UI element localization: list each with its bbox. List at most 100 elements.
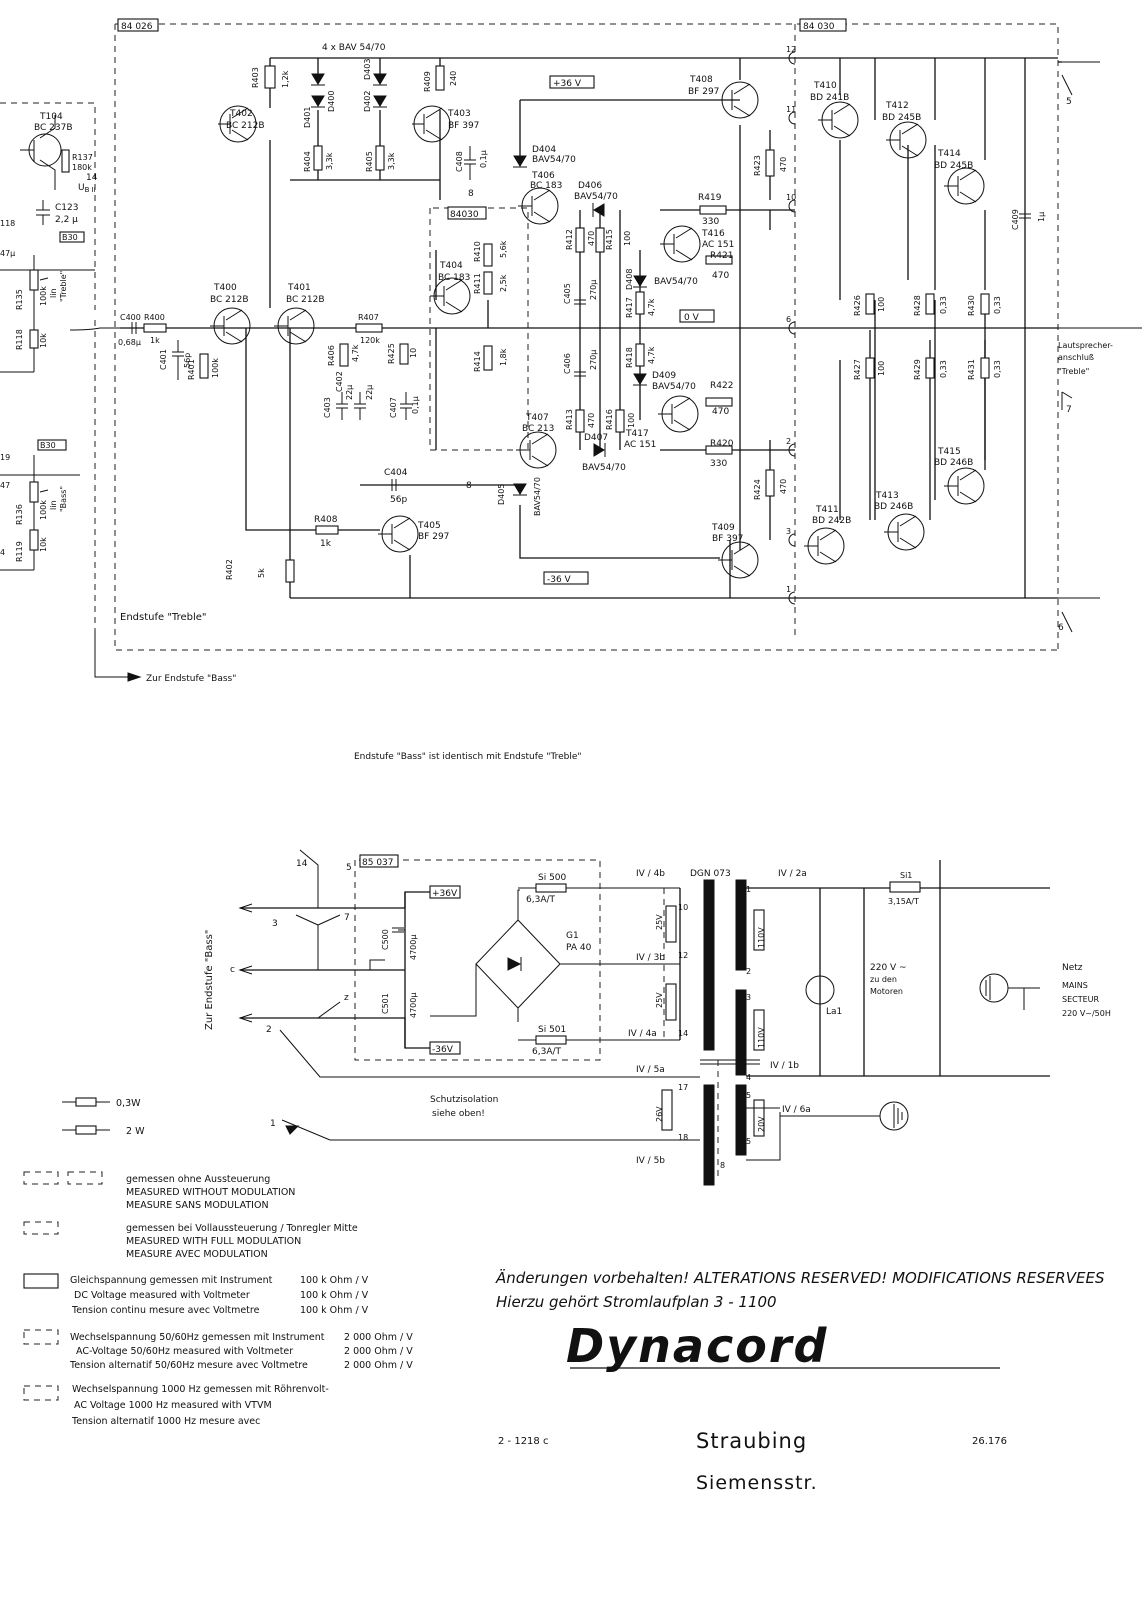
r423-val: 470	[779, 157, 788, 172]
c408-ref: C408	[455, 151, 464, 172]
legend-03w: 0,3W	[116, 1098, 141, 1109]
r411-val: 2,5k	[499, 274, 508, 292]
mains-fuse-ref: Si1	[900, 871, 912, 880]
d408-ref: D408	[625, 269, 634, 290]
t411-type: BD 242B	[812, 516, 851, 526]
netz-3: SECTEUR	[1062, 995, 1100, 1004]
iv5a-label: IV / 5a	[636, 1065, 665, 1075]
r406-ref: R406	[327, 345, 336, 366]
t409-type: BF 397	[712, 534, 743, 544]
mains-fuse-val: 3,15A/T	[888, 897, 919, 906]
rail-mid-label: 0 V	[684, 313, 700, 323]
r411-ref: R411	[473, 273, 482, 294]
schutz-line-2: siehe oben!	[432, 1109, 485, 1119]
frag-47: 47µ	[0, 249, 15, 258]
c408-gnd-8: 8	[468, 189, 474, 199]
d400-ref: D400	[327, 91, 336, 112]
r422-ref: R422	[710, 381, 733, 391]
speaker-label-2: anschluß	[1058, 353, 1094, 362]
legend-4r3: 2 000 Ohm / V	[344, 1360, 413, 1371]
w-17: 17	[678, 1083, 688, 1092]
drawing-number: 26.176	[972, 1436, 1007, 1447]
speaker-label-3: "Treble"	[1058, 367, 1089, 376]
t410-ref: T410	[813, 81, 837, 91]
stage-labels: Endstufe "Treble" Zur Endstufe "Bass" En…	[94, 612, 582, 762]
c501-ref: C501	[381, 993, 390, 1014]
c405-val: 270µ	[589, 280, 598, 300]
r118-label: R118	[15, 329, 24, 350]
iv6a-label: IV / 6a	[782, 1105, 811, 1115]
r425-ref: R425	[387, 343, 396, 364]
t403-ref: T403	[447, 109, 471, 119]
netz-1: Netz	[1062, 963, 1083, 973]
t400-type: BC 212B	[210, 295, 249, 305]
r135-label: R135	[15, 289, 24, 310]
r409-val: 240	[449, 71, 458, 86]
r414-val: 1,8k	[499, 348, 508, 366]
r431-val: 0,33	[993, 360, 1002, 378]
r430-ref: R430	[967, 295, 976, 316]
r118-value: 10k	[39, 333, 48, 348]
c409-ref: C409	[1011, 209, 1020, 230]
output-board-label: 84 030	[803, 22, 835, 32]
t416-ref: T416	[701, 229, 725, 239]
legend-5a: Wechselspannung 1000 Hz gemessen mit Röh…	[72, 1384, 329, 1395]
psu-board-label: 85 037	[362, 858, 394, 868]
d405-val: BAV54/70	[533, 477, 542, 516]
c405-ref: C405	[563, 283, 572, 304]
r406-val: 4,7k	[351, 344, 360, 362]
r420-val: 330	[710, 459, 727, 469]
c407-val: 0,1µ	[411, 396, 420, 414]
r424-val: 470	[779, 479, 788, 494]
r417-ref: R417	[625, 297, 634, 318]
c404-val: 56p	[390, 495, 407, 505]
r119-label: R119	[15, 541, 24, 562]
r400-val: 1k	[150, 336, 160, 345]
p-2: 2	[746, 967, 751, 976]
d404-ref: D404	[532, 145, 556, 155]
r416-val: 100	[627, 413, 636, 428]
legend-1b: MEASURED WITHOUT MODULATION	[126, 1187, 295, 1198]
w-18: 18	[678, 1133, 688, 1142]
identical-note: Endstufe "Bass" ist identisch mit Endstu…	[354, 752, 582, 762]
legend-3a: Gleichspannung gemessen mit Instrument	[70, 1275, 273, 1286]
r410-val: 5,6k	[499, 240, 508, 258]
legend-4c: Tension alternatif 50/60Hz mesure avec V…	[69, 1360, 308, 1371]
psu-term-5: 5	[346, 863, 352, 873]
c407-ref: C407	[389, 397, 398, 418]
g1-ref: G1	[566, 931, 579, 941]
r418-ref: R418	[625, 347, 634, 368]
ub-label: UB II	[78, 183, 96, 194]
v26: 26V	[655, 1106, 664, 1122]
r402-ref: R402	[225, 559, 234, 580]
t401-ref: T401	[287, 283, 311, 293]
r402-val: 5k	[257, 568, 266, 578]
board-pin-label: 3	[786, 527, 791, 536]
r136-tap: lin	[49, 500, 58, 510]
iv5b-label: IV / 5b	[636, 1156, 665, 1166]
si501-val: 6,3A/T	[532, 1047, 562, 1057]
r426-ref: R426	[853, 295, 862, 316]
motors-3: Motoren	[870, 987, 903, 996]
c404-gnd-8: 8	[466, 481, 472, 491]
psu-term-c: c	[230, 965, 235, 975]
si500-ref: Si 500	[538, 873, 567, 883]
la1-label: La1	[826, 1007, 842, 1017]
t406-type: BC 183	[530, 181, 562, 191]
frag-14: 14	[86, 173, 98, 183]
board-pin-label: 1	[786, 585, 791, 594]
r400-ref: R400	[144, 313, 165, 322]
board-pin-marker	[788, 443, 796, 457]
w-10: 10	[678, 903, 688, 912]
r427-val: 100	[877, 361, 886, 376]
legend-1a: gemessen ohne Aussteuerung	[126, 1174, 270, 1185]
v20: 20V	[757, 1116, 766, 1132]
d404-val: BAV54/70	[532, 155, 576, 165]
t416-type: AC 151	[702, 240, 734, 250]
ub-main: U	[78, 183, 85, 193]
board-pin-label: 11	[786, 105, 796, 114]
board-pin-label: 10	[786, 193, 796, 202]
legend-4a: Wechselspannung 50/60Hz gemessen mit Ins…	[70, 1332, 325, 1343]
